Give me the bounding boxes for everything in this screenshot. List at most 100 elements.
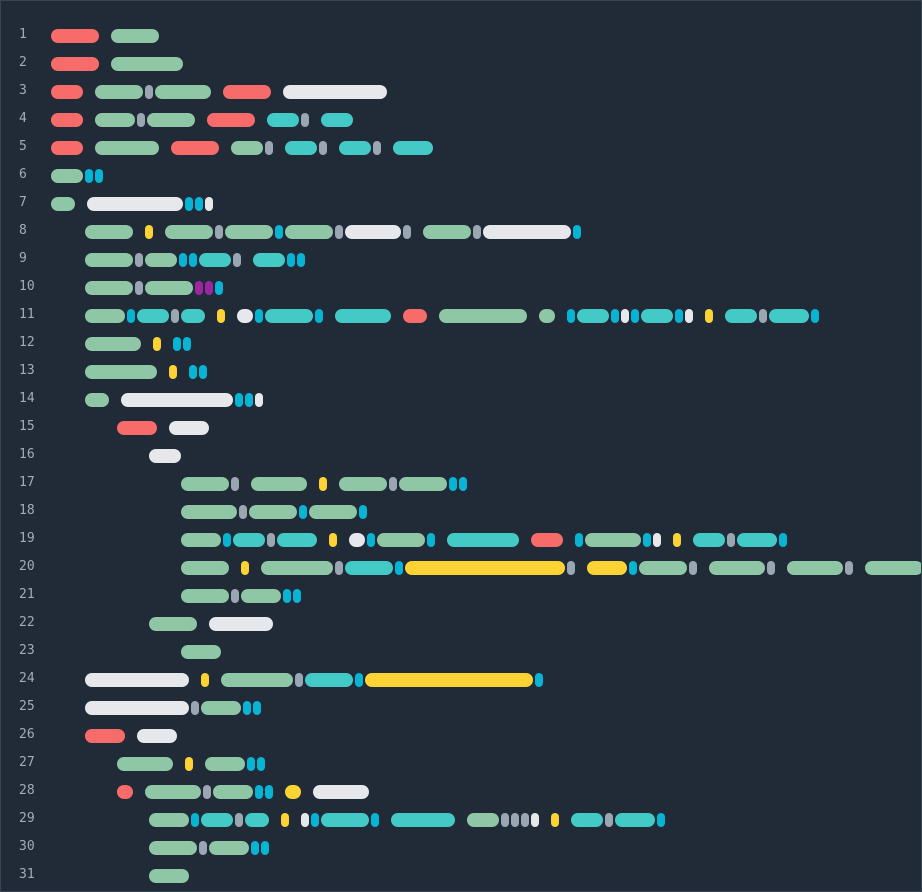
code-token (285, 141, 317, 155)
code-token (319, 477, 327, 491)
code-token (345, 561, 393, 575)
code-line[interactable]: 15 (1, 413, 921, 441)
code-line[interactable]: 18 (1, 497, 921, 525)
code-line[interactable]: 31 (1, 861, 921, 889)
code-token (169, 421, 209, 435)
code-token (121, 393, 233, 407)
code-token (149, 841, 197, 855)
code-token (127, 309, 135, 323)
code-token (571, 813, 603, 827)
code-token (405, 561, 565, 575)
code-token (673, 533, 681, 547)
code-line[interactable]: 4 (1, 105, 921, 133)
line-number: 10 (19, 279, 35, 294)
code-line[interactable]: 28 (1, 777, 921, 805)
code-token (241, 589, 281, 603)
code-token (145, 225, 153, 239)
code-line[interactable]: 6 (1, 161, 921, 189)
code-token (153, 337, 161, 351)
code-token (235, 393, 243, 407)
code-token (117, 421, 157, 435)
code-token (215, 225, 223, 239)
code-token (181, 589, 229, 603)
code-line[interactable]: 30 (1, 833, 921, 861)
code-token (137, 113, 145, 127)
code-token (195, 197, 203, 211)
code-line[interactable]: 26 (1, 721, 921, 749)
code-token (255, 393, 263, 407)
code-token (261, 841, 269, 855)
code-token (85, 225, 133, 239)
code-line[interactable]: 9 (1, 245, 921, 273)
code-token (251, 841, 259, 855)
code-token (261, 561, 333, 575)
code-token (285, 225, 333, 239)
code-line[interactable]: 22 (1, 609, 921, 637)
code-token (395, 561, 403, 575)
line-number: 6 (19, 167, 27, 182)
code-token (149, 813, 189, 827)
code-line[interactable]: 23 (1, 637, 921, 665)
code-token (231, 589, 239, 603)
code-token (199, 365, 207, 379)
code-token (467, 813, 499, 827)
code-token (657, 813, 665, 827)
code-token (811, 309, 819, 323)
code-line[interactable]: 17 (1, 469, 921, 497)
code-line[interactable]: 12 (1, 329, 921, 357)
code-line[interactable]: 8 (1, 217, 921, 245)
code-token (247, 757, 255, 771)
code-token (365, 673, 533, 687)
line-number: 7 (19, 195, 27, 210)
code-line[interactable]: 3 (1, 77, 921, 105)
code-line[interactable]: 24 (1, 665, 921, 693)
code-line[interactable]: 2 (1, 49, 921, 77)
code-line[interactable]: 29 (1, 805, 921, 833)
code-line[interactable]: 27 (1, 749, 921, 777)
line-number: 22 (19, 615, 35, 630)
code-token (51, 197, 75, 211)
code-token (335, 309, 391, 323)
code-token (339, 141, 371, 155)
code-line[interactable]: 25 (1, 693, 921, 721)
code-token (315, 309, 323, 323)
code-token (181, 505, 237, 519)
code-token (253, 253, 285, 267)
code-token (321, 113, 353, 127)
code-token (87, 197, 183, 211)
code-line[interactable]: 1 (1, 21, 921, 49)
code-line[interactable]: 7 (1, 189, 921, 217)
code-token (95, 141, 159, 155)
code-token (573, 225, 581, 239)
code-line[interactable]: 14 (1, 385, 921, 413)
code-token (643, 533, 651, 547)
code-line[interactable]: 21 (1, 581, 921, 609)
code-line[interactable]: 16 (1, 441, 921, 469)
line-number: 12 (19, 335, 35, 350)
code-token (85, 365, 157, 379)
code-line[interactable]: 20 (1, 553, 921, 581)
code-line[interactable]: 5 (1, 133, 921, 161)
code-token (449, 477, 457, 491)
line-number: 25 (19, 699, 35, 714)
line-number: 16 (19, 447, 35, 462)
code-token (183, 337, 191, 351)
code-line[interactable]: 10 (1, 273, 921, 301)
line-number: 31 (19, 867, 35, 882)
code-token (779, 533, 787, 547)
code-token (51, 29, 99, 43)
code-token (539, 309, 555, 323)
code-token (281, 813, 289, 827)
code-token (255, 309, 263, 323)
code-token (439, 309, 527, 323)
code-token (267, 113, 299, 127)
code-token (145, 253, 177, 267)
code-line[interactable]: 11 (1, 301, 921, 329)
code-token (587, 561, 627, 575)
code-token (335, 225, 343, 239)
code-line[interactable]: 13 (1, 357, 921, 385)
code-token (149, 869, 189, 883)
code-token (207, 113, 255, 127)
code-line[interactable]: 19 (1, 525, 921, 553)
